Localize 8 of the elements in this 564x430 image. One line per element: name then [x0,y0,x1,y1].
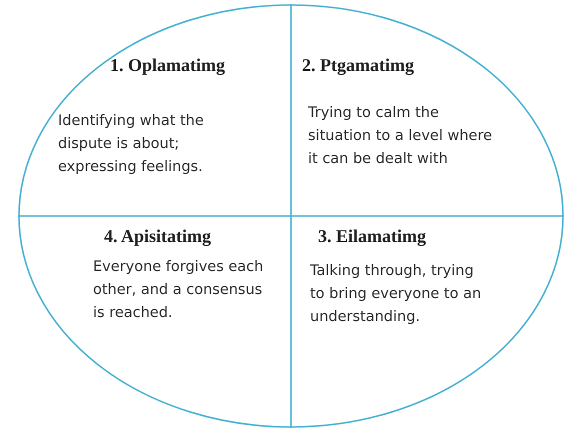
quadrant-description: Talking through, trying to bring everyone to an understanding. [310,262,482,327]
quadrant-description: Everyone forgives each other, and a consensus is reached. [93,258,264,323]
quadrant-heading: 2. Ptgamatimg [302,55,414,76]
quadrant-heading: 1. Oplamatimg [110,55,225,76]
quadrant-description: Identifying what the dispute is about; expressing feelings. [58,112,205,177]
quadrant-description: Trying to calm the situation to a level where it can be dealt with [308,104,493,169]
quadrant-heading: 4. Apisitatimg [104,226,212,247]
quadrant-heading: 3. Eilamatimg [318,226,426,247]
